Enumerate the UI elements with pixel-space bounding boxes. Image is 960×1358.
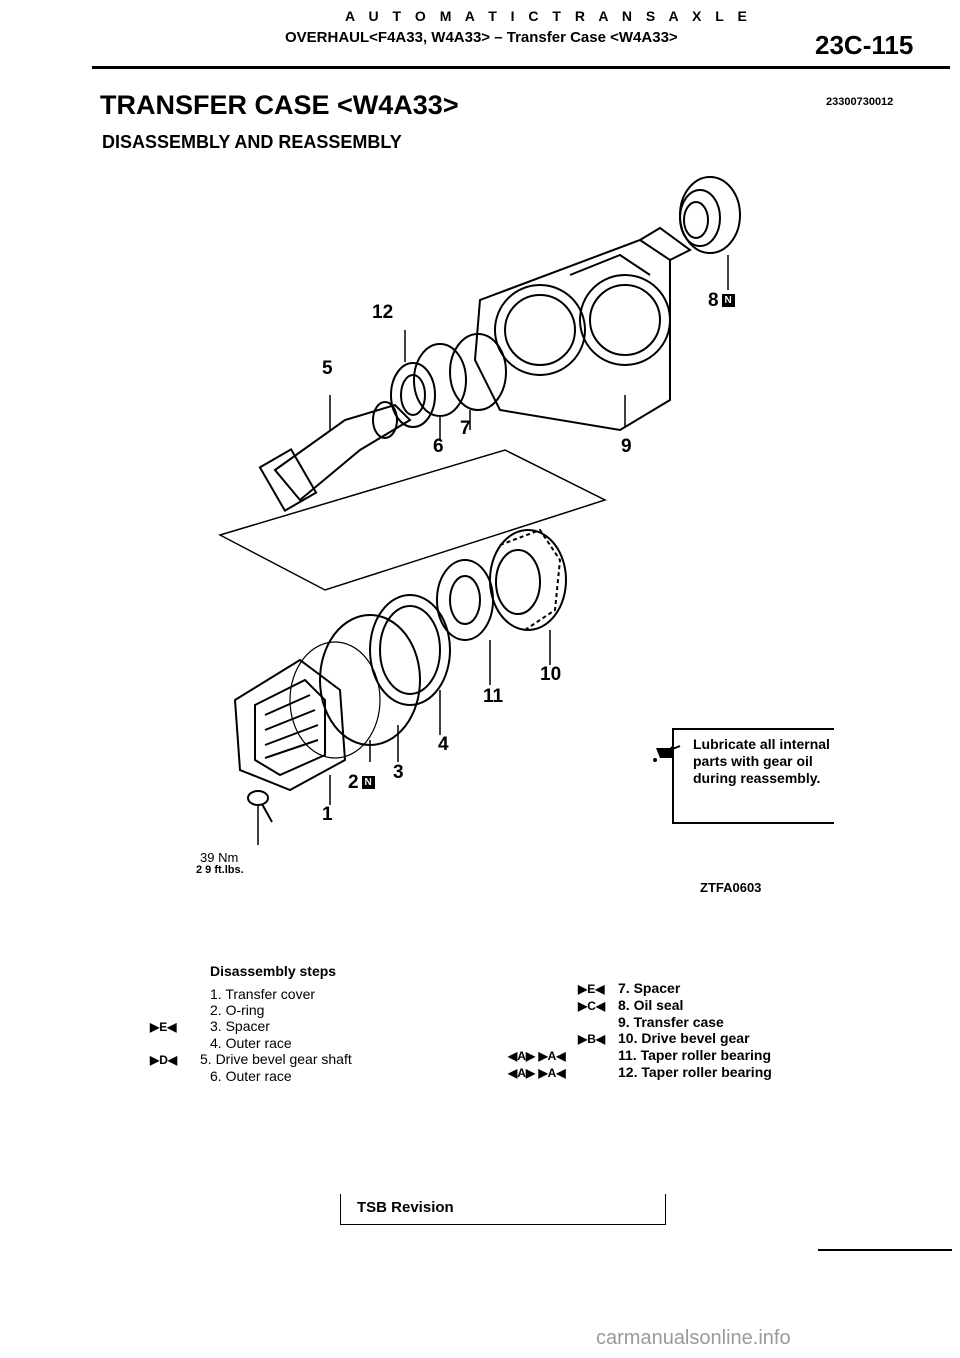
bolt-part bbox=[247, 790, 273, 845]
exploded-diagram bbox=[218, 176, 741, 845]
header-subsection: OVERHAUL<F4A33, W4A33> – Transfer Case <… bbox=[285, 29, 678, 46]
transfer-case-part bbox=[473, 226, 692, 432]
step-item: 2. O-ring bbox=[210, 1002, 265, 1018]
step-item: ▶B◀10. Drive bevel gear bbox=[578, 1030, 750, 1046]
callout-11: 11 bbox=[483, 686, 504, 707]
taper-roller-bearing-12 bbox=[390, 330, 436, 428]
callout-6: 6 bbox=[433, 436, 444, 457]
callout-7: 7 bbox=[460, 418, 471, 439]
oil-seal-part bbox=[679, 176, 741, 290]
torque-ftlbs: 2 9 ft.lbs. bbox=[196, 864, 244, 876]
steps-left-list: 1. Transfer cover 2. O-ring ▶E◀3. Spacer… bbox=[150, 986, 352, 1084]
watermark: carmanualsonline.info bbox=[596, 1327, 791, 1349]
step-item: 1. Transfer cover bbox=[210, 986, 316, 1002]
service-mark: ▶C◀ bbox=[578, 999, 606, 1013]
lube-note: Lubricate all internal parts with gear o… bbox=[693, 736, 830, 786]
callout-1: 1 bbox=[322, 804, 333, 825]
step-item: ▶E◀3. Spacer bbox=[150, 1018, 270, 1034]
outer-race-4 bbox=[369, 594, 451, 706]
service-mark: ▶B◀ bbox=[578, 1032, 606, 1046]
callout-12: 12 bbox=[372, 302, 394, 323]
header-rule bbox=[92, 66, 950, 69]
document-code: 23300730012 bbox=[826, 96, 894, 108]
step-item: ▶C◀8. Oil seal bbox=[578, 997, 684, 1013]
o-ring-2 bbox=[289, 641, 381, 759]
oil-can-icon bbox=[653, 744, 681, 762]
callout-10: 10 bbox=[540, 664, 562, 685]
callout-4: 4 bbox=[438, 734, 449, 755]
spacer-7 bbox=[449, 333, 507, 411]
tsb-revision-label: TSB Revision bbox=[357, 1199, 454, 1216]
step-item: 9. Transfer case bbox=[618, 1014, 724, 1030]
transfer-cover-part bbox=[233, 658, 347, 792]
figure-code: ZTFA0603 bbox=[700, 880, 762, 895]
step-item: 6. Outer race bbox=[210, 1068, 292, 1084]
service-mark: ▶D◀ bbox=[150, 1053, 178, 1067]
footer-rule bbox=[818, 1249, 952, 1251]
step-item: ◀A▶ ▶A◀12. Taper roller bearing bbox=[508, 1064, 772, 1080]
torque-nm: 39 Nm bbox=[200, 850, 239, 865]
step-item: 4. Outer race bbox=[210, 1035, 292, 1051]
drive-bevel-gear-shaft-part bbox=[258, 395, 412, 513]
step-item: ▶D◀5. Drive bevel gear shaft bbox=[150, 1051, 352, 1067]
steps-right-list: ▶E◀7. Spacer ▶C◀8. Oil seal 9. Transfer … bbox=[508, 980, 772, 1081]
spacer-3 bbox=[319, 614, 421, 746]
taper-roller-bearing-11 bbox=[436, 559, 494, 685]
tsb-revision-box: TSB Revision bbox=[340, 1194, 666, 1225]
drive-bevel-gear-part bbox=[489, 528, 567, 665]
step-item: ▶E◀7. Spacer bbox=[578, 980, 681, 996]
header-section: A U T O M A T I C T R A N S A X L E bbox=[345, 8, 752, 24]
new-part-badge: N bbox=[721, 294, 735, 308]
page-title: TRANSFER CASE <W4A33> bbox=[100, 90, 459, 120]
callout-3: 3 bbox=[393, 762, 404, 783]
service-mark: ▶E◀ bbox=[150, 1020, 177, 1034]
service-mark: ◀A▶ ▶A◀ bbox=[508, 1049, 566, 1063]
page-subtitle: DISASSEMBLY AND REASSEMBLY bbox=[102, 132, 402, 152]
page-number: 23C-115 bbox=[815, 30, 914, 60]
step-item: ◀A▶ ▶A◀11. Taper roller bearing bbox=[508, 1047, 772, 1063]
callout-9: 9 bbox=[621, 436, 632, 457]
lube-note-box bbox=[672, 728, 834, 824]
service-mark: ▶E◀ bbox=[578, 982, 605, 996]
steps-title: Disassembly steps bbox=[210, 963, 337, 979]
service-mark: ◀A▶ ▶A◀ bbox=[508, 1066, 566, 1080]
new-part-badge: N bbox=[361, 776, 375, 790]
callout-5: 5 bbox=[322, 358, 333, 379]
